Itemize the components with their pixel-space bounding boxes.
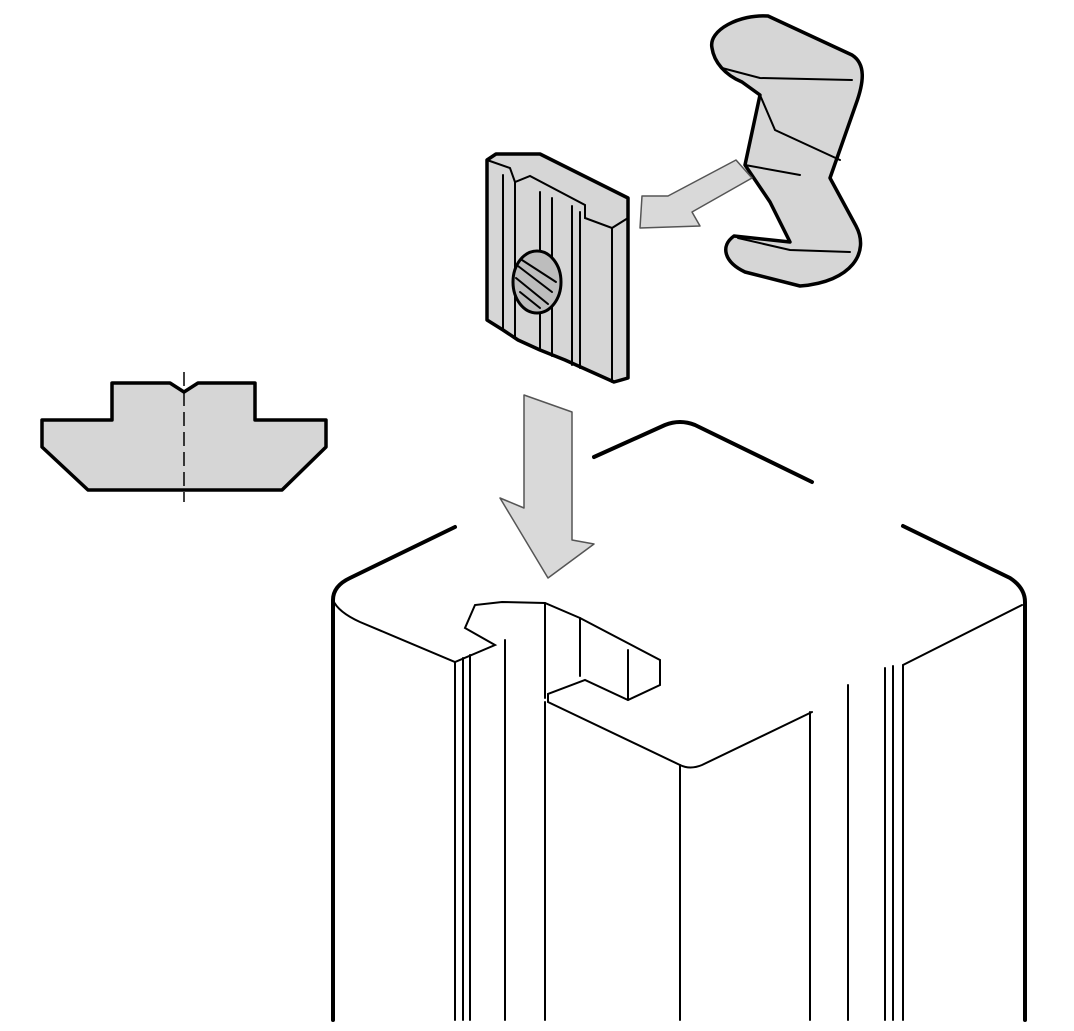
insert-nut-arrow	[499, 394, 595, 579]
thread-hole	[511, 249, 563, 315]
spring-clip	[710, 14, 864, 288]
tnut-block	[485, 152, 630, 384]
aluminium-profile	[331, 420, 1027, 1022]
tnut-cross-section	[40, 372, 328, 502]
insert-clip-arrow	[639, 159, 753, 229]
